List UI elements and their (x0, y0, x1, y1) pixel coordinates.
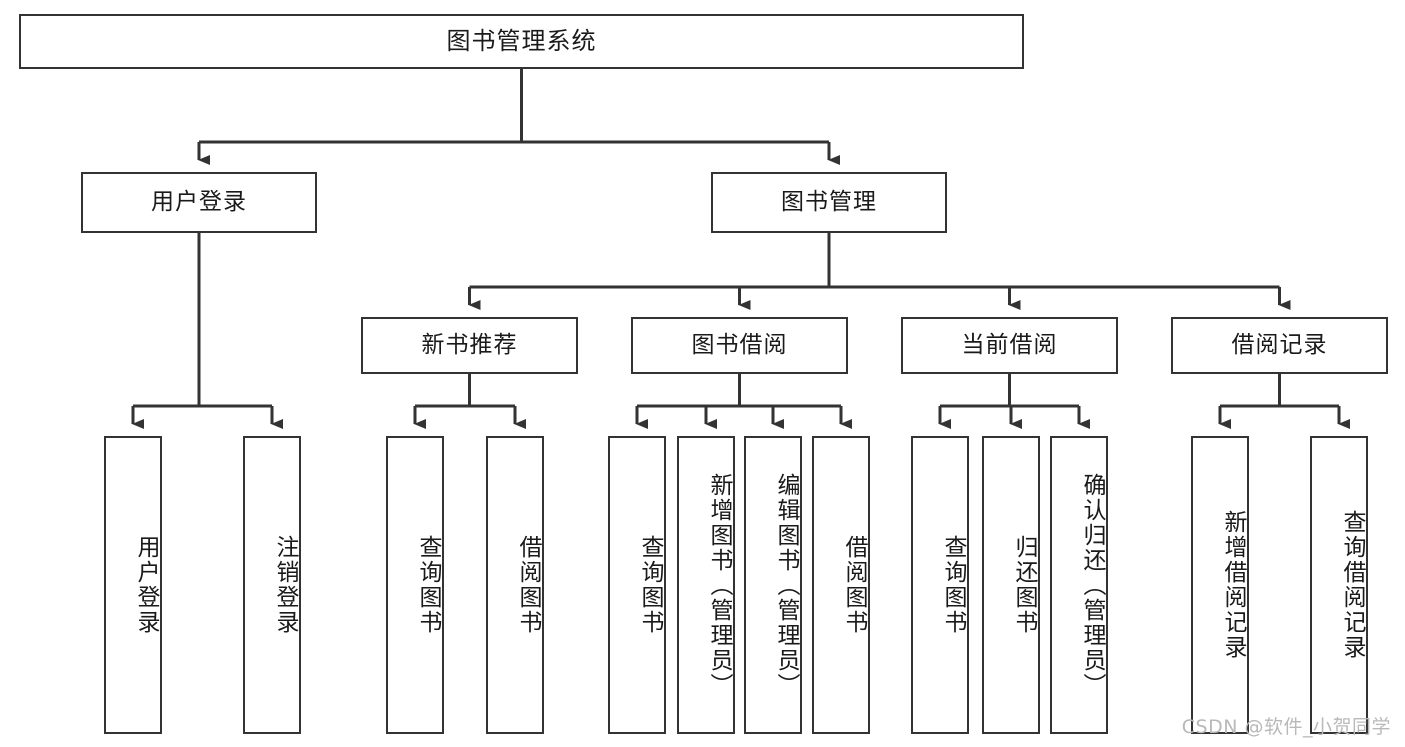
node-leaf-query-record: 查询借阅记录 (1310, 436, 1368, 734)
node-label: 归还图书 (1011, 535, 1037, 635)
node-label: 图书管理 (781, 188, 877, 215)
node-label: 新增借阅记录 (1220, 510, 1246, 660)
node-label: 用户登录 (151, 188, 247, 215)
node-borrow-record: 借阅记录 (1171, 317, 1388, 374)
node-leaf-borrow-book-1: 借阅图书 (486, 436, 544, 734)
node-leaf-return-book: 归还图书 (982, 436, 1040, 734)
node-label: 用户登录 (133, 535, 159, 635)
node-leaf-borrow-book-2: 借阅图书 (812, 436, 870, 734)
node-leaf-user-login: 用户登录 (104, 436, 162, 734)
node-label: 确认归还（管理员） (1079, 472, 1105, 698)
node-label: 借阅图书 (515, 535, 541, 635)
node-label: 图书借阅 (691, 331, 788, 358)
node-leaf-query-book-3: 查询图书 (911, 436, 969, 734)
watermark-text: CSDN @软件_小贺同学 (1181, 716, 1391, 738)
node-label: 当前借阅 (961, 331, 1058, 358)
node-label: 新书推荐 (421, 331, 518, 358)
node-label: 查询借阅记录 (1339, 510, 1365, 660)
node-current-borrow: 当前借阅 (901, 317, 1118, 374)
node-leaf-confirm-return: 确认归还（管理员） (1050, 436, 1108, 734)
node-label: 查询图书 (940, 535, 966, 635)
node-label: 借阅记录 (1231, 331, 1328, 358)
node-label: 编辑图书（管理员） (773, 472, 799, 698)
node-leaf-add-book: 新增图书（管理员） (677, 436, 735, 734)
node-label: 图书管理系统 (446, 27, 597, 56)
node-book-manage: 图书管理 (711, 172, 947, 233)
node-user-login: 用户登录 (81, 172, 317, 233)
node-label: 注销登录 (272, 535, 298, 635)
node-label: 查询图书 (637, 535, 663, 635)
node-new-book-rec: 新书推荐 (361, 317, 578, 374)
node-leaf-logout: 注销登录 (243, 436, 301, 734)
node-leaf-query-book-2: 查询图书 (608, 436, 666, 734)
node-leaf-query-book-1: 查询图书 (386, 436, 444, 734)
node-label: 查询图书 (415, 535, 441, 635)
node-label: 借阅图书 (841, 535, 867, 635)
node-root: 图书管理系统 (19, 14, 1024, 69)
node-label: 新增图书（管理员） (706, 472, 732, 698)
node-book-borrow: 图书借阅 (631, 317, 848, 374)
node-leaf-add-record: 新增借阅记录 (1191, 436, 1249, 734)
node-leaf-edit-book: 编辑图书（管理员） (744, 436, 802, 734)
